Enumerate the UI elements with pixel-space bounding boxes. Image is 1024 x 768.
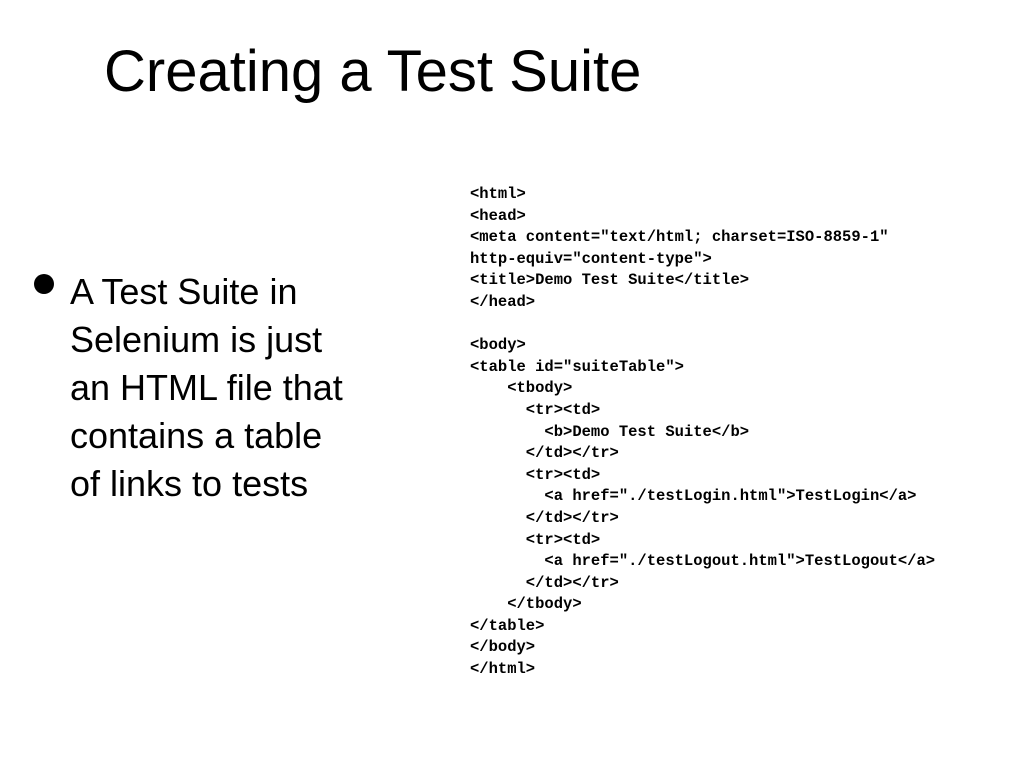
code-line: <table id="suiteTable"> <box>470 357 684 376</box>
code-line: </head> <box>470 292 536 311</box>
code-line: <head> <box>470 206 526 225</box>
code-line: <title>Demo Test Suite</title> <box>470 271 750 290</box>
code-line: <html> <box>470 185 526 203</box>
code-line: http-equiv="content-type"> <box>470 249 712 268</box>
code-line: </td></tr> <box>470 508 619 527</box>
code-line: </td></tr> <box>470 444 619 463</box>
code-line: <a href="./testLogout.html">TestLogout</… <box>470 552 936 571</box>
code-line: <tr><td> <box>470 465 601 484</box>
code-line: </td></tr> <box>470 573 619 592</box>
code-line: </table> <box>470 616 545 635</box>
bullet-line: Selenium is just <box>70 319 323 360</box>
bullet-line: an HTML file that <box>70 367 343 408</box>
code-line: </body> <box>470 638 536 657</box>
code-line: </html> <box>470 660 536 679</box>
code-line: <a href="./testLogin.html">TestLogin</a> <box>470 487 917 506</box>
code-line: </tbody> <box>470 595 582 614</box>
code-line: <body> <box>470 336 526 355</box>
bullet-line: contains a table <box>70 415 323 456</box>
code-line: <tr><td> <box>470 530 601 549</box>
code-line: <meta content="text/html; charset=ISO-88… <box>470 228 889 247</box>
code-line: <tr><td> <box>470 400 601 419</box>
code-line: <tbody> <box>470 379 573 398</box>
slide-title: Creating a Test Suite <box>104 39 642 104</box>
bullet-dot-icon <box>34 274 54 294</box>
bullet-line: of links to tests <box>70 463 309 504</box>
code-line: <b>Demo Test Suite</b> <box>470 422 750 441</box>
code-sample: <html> <head> <meta content="text/html; ch… <box>470 184 935 681</box>
bullet-text: A Test Suite in Selenium is just an HTML… <box>70 268 390 508</box>
code-line-blank <box>470 314 935 336</box>
bullet-line: A Test Suite in <box>70 271 298 312</box>
